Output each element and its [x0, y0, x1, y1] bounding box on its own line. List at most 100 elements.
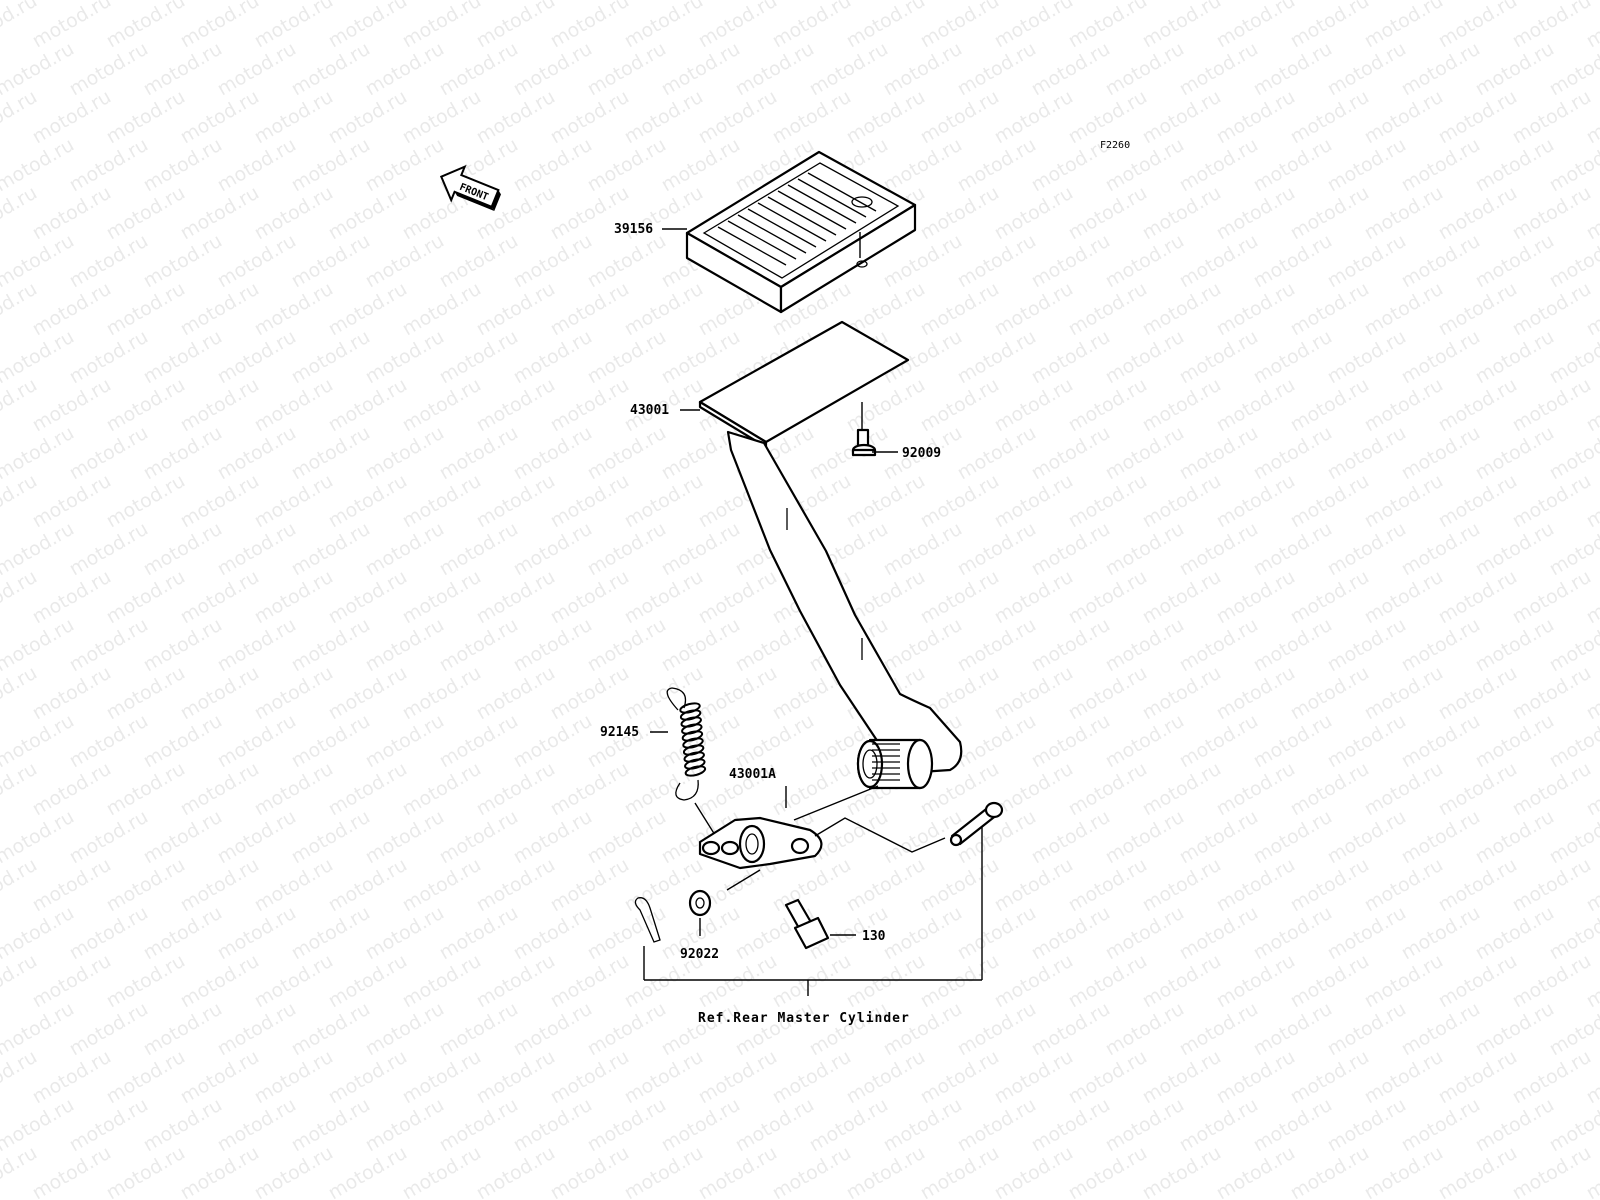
watermark-text: motod.ru: [399, 758, 485, 821]
watermark-text: motod.ru: [325, 566, 411, 629]
watermark-text: motod.ru: [214, 710, 300, 773]
watermark-text: motod.ru: [1472, 326, 1558, 389]
watermark-text: motod.ru: [325, 1142, 411, 1200]
watermark-text: motod.ru: [1028, 230, 1114, 293]
watermark-text: motod.ru: [251, 566, 337, 629]
pad-rib: [757, 202, 827, 242]
watermark-text: motod.ru: [362, 230, 448, 293]
watermark-text: motod.ru: [29, 278, 115, 341]
watermark-text: motod.ru: [1324, 134, 1410, 197]
watermark-text: motod.ru: [362, 902, 448, 965]
pad-rib: [737, 214, 807, 254]
watermark-text: motod.ru: [1065, 1046, 1151, 1109]
watermark-text: motod.ru: [436, 422, 522, 485]
watermark-text: motod.ru: [140, 134, 226, 197]
watermark-text: motod.ru: [1287, 950, 1373, 1013]
watermark-text: motod.ru: [399, 470, 485, 533]
watermark-text: motod.ru: [288, 326, 374, 389]
watermark-text: motod.ru: [1102, 806, 1188, 869]
watermark-text: motod.ru: [621, 0, 707, 52]
watermark-text: motod.ru: [473, 1046, 559, 1109]
watermark-text: motod.ru: [510, 902, 596, 965]
watermark-text: motod.ru: [1102, 230, 1188, 293]
watermark-text: motod.ru: [1398, 710, 1484, 773]
watermark-text: motod.ru: [1509, 758, 1595, 821]
watermark-text: motod.ru: [1472, 1094, 1558, 1157]
watermark-text: motod.ru: [1213, 1142, 1299, 1200]
watermark-text: motod.ru: [547, 758, 633, 821]
clevis-43001A: [698, 785, 946, 891]
watermark-text: motod.ru: [1213, 1046, 1299, 1109]
watermark-text: motod.ru: [1287, 0, 1373, 52]
watermark-text: motod.ru: [1028, 422, 1114, 485]
watermark-text: motod.ru: [991, 1142, 1077, 1200]
watermark-text: motod.ru: [954, 902, 1040, 965]
watermark-text: motod.ru: [1435, 1142, 1521, 1200]
watermark-text: motod.ru: [510, 230, 596, 293]
spring-coil: [683, 751, 705, 763]
watermark-text: motod.ru: [1509, 950, 1595, 1013]
watermark-text: motod.ru: [621, 1046, 707, 1109]
watermark-text: motod.ru: [1250, 230, 1336, 293]
watermark-text: motod.ru: [584, 806, 670, 869]
watermark-text: motod.ru: [473, 278, 559, 341]
watermark-text: motod.ru: [584, 614, 670, 677]
watermark-text: motod.ru: [621, 86, 707, 149]
watermark-text: motod.ru: [1472, 230, 1558, 293]
watermark-text: motod.ru: [1324, 710, 1410, 773]
watermark-text: motod.ru: [1213, 182, 1299, 245]
watermark-text: motod.ru: [547, 950, 633, 1013]
watermark-text: motod.ru: [769, 0, 855, 52]
watermark-text: motod.ru: [1176, 422, 1262, 485]
watermark-text: motod.ru: [1398, 998, 1484, 1061]
watermark-text: motod.ru: [1361, 374, 1447, 437]
watermark-text: motod.ru: [621, 566, 707, 629]
watermark-text: motod.ru: [880, 38, 966, 101]
watermark-text: motod.ru: [621, 278, 707, 341]
watermark-text: motod.ru: [1065, 86, 1151, 149]
watermark-text: motod.ru: [29, 182, 115, 245]
watermark-text: motod.ru: [66, 134, 152, 197]
watermark-text: motod.ru: [843, 950, 929, 1013]
watermark-text: motod.ru: [1287, 854, 1373, 917]
watermark-text: motod.ru: [1361, 662, 1447, 725]
watermark-text: motod.ru: [954, 1094, 1040, 1157]
watermark-text: motod.ru: [991, 662, 1077, 725]
watermark-text: motod.ru: [1028, 710, 1114, 773]
watermark-text: motod.ru: [1324, 902, 1410, 965]
watermark-text: motod.ru: [806, 38, 892, 101]
watermark-text: motod.ru: [658, 614, 744, 677]
watermark-text: motod.ru: [584, 902, 670, 965]
watermark-text: motod.ru: [991, 854, 1077, 917]
watermark-text: motod.ru: [251, 1046, 337, 1109]
watermark-text: motod.ru: [584, 998, 670, 1061]
watermark-text: motod.ru: [29, 758, 115, 821]
watermark-text: motod.ru: [1176, 902, 1262, 965]
watermark-text: motod.ru: [1361, 278, 1447, 341]
watermark-text: motod.ru: [917, 566, 1003, 629]
watermark-text: motod.ru: [1361, 0, 1447, 52]
watermark-text: motod.ru: [1472, 134, 1558, 197]
watermark-text: motod.ru: [1213, 374, 1299, 437]
watermark-text: motod.ru: [140, 326, 226, 389]
watermark-text: motod.ru: [769, 758, 855, 821]
watermark-text: motod.ru: [251, 470, 337, 533]
part-label-130: 130: [862, 929, 886, 944]
watermark-text: motod.ru: [288, 38, 374, 101]
watermark-text: motod.ru: [1324, 998, 1410, 1061]
watermark-text: motod.ru: [140, 422, 226, 485]
watermark-text: motod.ru: [843, 0, 929, 52]
part-label-92009: 92009: [902, 446, 941, 461]
watermark-text: motod.ru: [1435, 662, 1521, 725]
watermark-text: motod.ru: [214, 38, 300, 101]
watermark-text: motod.ru: [621, 1142, 707, 1200]
watermark-text: motod.ru: [1435, 758, 1521, 821]
watermark-text: motod.ru: [288, 614, 374, 677]
watermark-text: motod.ru: [880, 1094, 966, 1157]
watermark-text: motod.ru: [1472, 998, 1558, 1061]
watermark-text: motod.ru: [1250, 998, 1336, 1061]
watermark-text: motod.ru: [1324, 230, 1410, 293]
spring-coil: [679, 702, 701, 714]
front-arrow-icon: FRONT: [439, 164, 501, 212]
watermark-text: motod.ru: [1509, 470, 1595, 533]
